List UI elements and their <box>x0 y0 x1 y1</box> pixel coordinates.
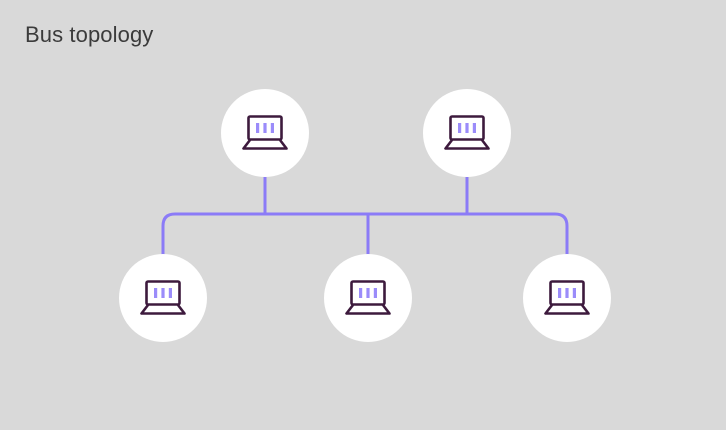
node-bottom-right[interactable] <box>523 254 611 342</box>
node-bottom-left[interactable] <box>119 254 207 342</box>
bus-backbone-line <box>161 212 569 264</box>
laptop-icon <box>444 115 490 150</box>
node-top-left[interactable] <box>221 89 309 177</box>
page-title: Bus topology <box>25 22 154 47</box>
laptop-icon <box>242 115 288 150</box>
laptop-icon <box>140 280 186 315</box>
node-bottom-mid[interactable] <box>324 254 412 342</box>
node-top-right[interactable] <box>423 89 511 177</box>
laptop-icon <box>345 280 391 315</box>
laptop-icon <box>544 280 590 315</box>
